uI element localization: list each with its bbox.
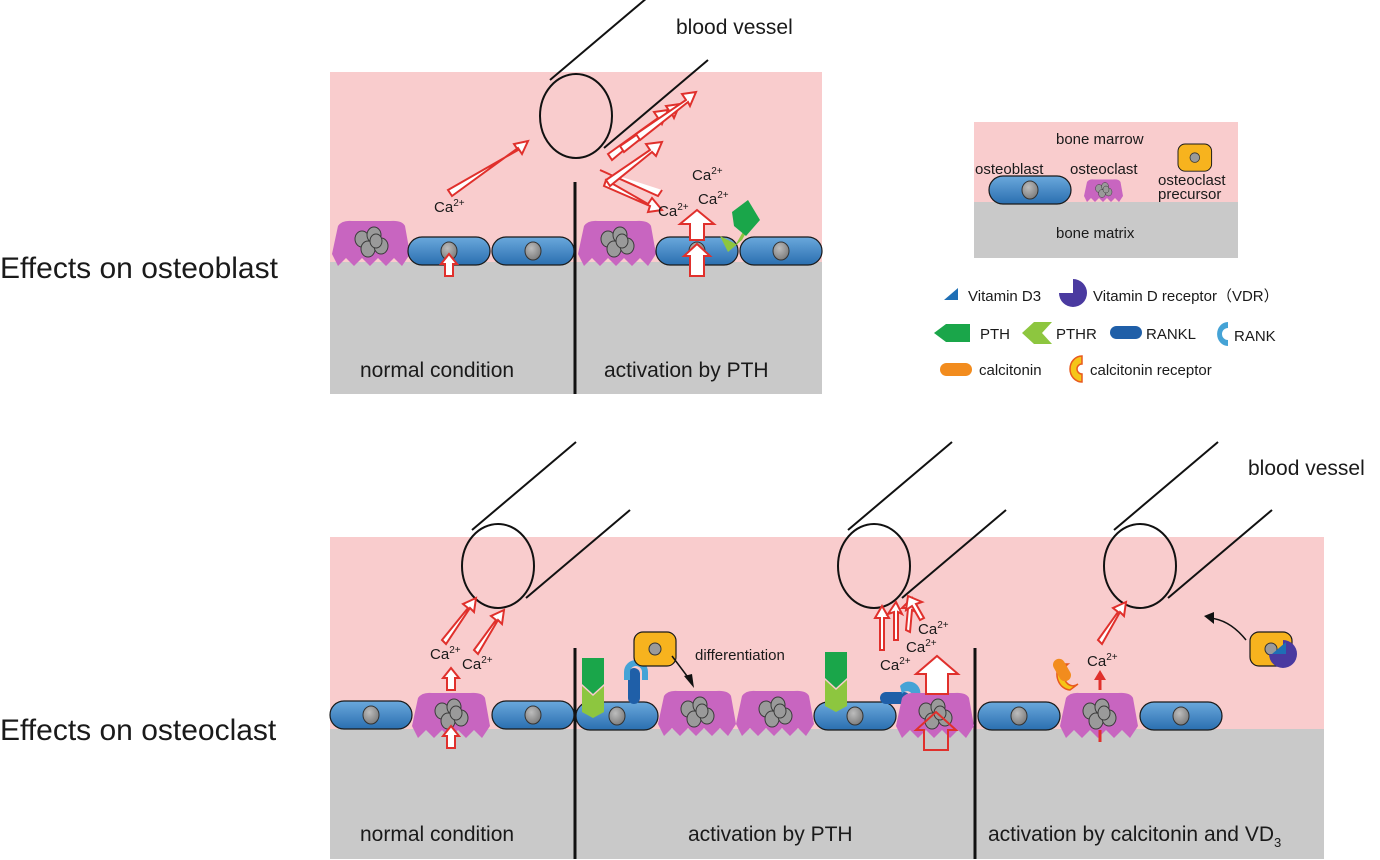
ca-label: Ca2+ [692,166,723,184]
normal-condition-label: normal condition [360,359,514,382]
osteoblast-cell [977,701,1061,731]
legend-osteoclast: osteoclast [1070,161,1138,178]
pth-icon [934,324,970,342]
osteoclast-cell [895,692,975,739]
ca-upward-arrows [604,90,698,188]
legend-rankl: RANKL [1146,326,1196,343]
osteoblast-cell [491,236,575,266]
activation-pth-label: activation by PTH [688,823,853,846]
pth-hormone [732,200,760,236]
ca-label: Ca2+ [434,198,465,216]
legend-vitamin-d3: Vitamin D3 [968,288,1041,305]
blood-vessel-label: blood vessel [1248,457,1365,480]
pthr-receptor [582,686,604,718]
osteoclast-cell [577,220,657,267]
ca-release-arrowhead [1094,670,1106,680]
ca-release-arrow [913,710,959,751]
legend: bone marrow osteoblast osteoclast osteoc… [934,122,1279,383]
ca-release-arrow [681,242,713,277]
osteoclast-cell [657,690,737,737]
ca-transport-arrows [873,594,926,651]
ca-release-arrow [677,208,717,241]
vitamin-d3-icon [944,288,958,300]
legend-pthr: PTHR [1056,326,1097,343]
calcitonin-receptor-icon [1069,355,1083,383]
vitamin-d3-molecule [1272,642,1286,654]
ca-transport-arrow [446,139,530,198]
legend-bone-matrix: bone matrix [1056,225,1135,242]
pth-hormone [582,658,604,694]
activation-pth-label: activation by PTH [604,359,769,382]
vdr-icon [1059,279,1087,307]
ca-transport-arrow [472,608,506,656]
ca-label: Ca2+ [906,638,937,656]
legend-precursor-line1: osteoclast [1158,172,1226,189]
legend-osteoblast: osteoblast [975,161,1044,178]
ca-release-arrow [913,654,961,695]
legend-pth: PTH [980,326,1010,343]
migration-arrowhead [1204,612,1214,624]
ca-label: Ca2+ [1087,652,1118,670]
legend-precursor-line2: precursor [1158,186,1221,203]
section-title-osteoblast: Effects on osteoblast [0,252,279,285]
legend-precursor-icon [1177,143,1213,172]
osteoblast-cell [491,700,575,730]
rank-icon [1217,322,1228,346]
ca-transport-arrow [1096,600,1128,646]
blood-vessel-label: blood vessel [676,16,793,39]
rankl-icon [1110,326,1142,339]
osteoblast-cell [329,700,413,730]
section-title-osteoclast: Effects on osteoclast [0,714,277,747]
ca-label: Ca2+ [462,655,493,673]
ca-label: Ca2+ [698,190,729,208]
calcitonin-molecule [1053,658,1071,682]
bone-matrix-area [330,729,1324,859]
ca-label: Ca2+ [918,620,949,638]
osteoblast-panel: blood vessel Ca2+ normal condition Ca [330,0,823,394]
osteoclast-panel: blood vessel Ca2+ Ca2+ normal condition … [329,441,1365,859]
normal-condition-label: normal condition [360,823,514,846]
ca-label: Ca2+ [658,202,689,220]
osteoblast-cell [739,236,823,266]
legend-bone-marrow: bone marrow [1056,131,1144,148]
ca-transport-arrow [440,596,478,646]
differentiation-label: differentiation [695,647,785,664]
legend-vdr: Vitamin D receptor（VDR） [1093,288,1279,305]
pthr-receptor [825,680,847,712]
legend-calcitonin-receptor: calcitonin receptor [1090,362,1212,379]
calcitonin-icon [940,363,972,376]
osteoclast-precursor [633,631,677,667]
activation-calcitonin-label: activation by calcitonin and VD3 [988,823,1281,850]
pthr-icon [1022,322,1052,344]
legend-osteoclast-icon [1083,179,1124,203]
pthr-receptor [720,222,752,252]
differentiation-arrowhead [684,674,694,688]
osteoblast-cell [1139,701,1223,731]
ca-label: Ca2+ [430,645,461,663]
legend-osteoblast-icon [988,175,1072,205]
legend-rank: RANK [1234,328,1276,345]
osteoclast-cell [331,220,411,267]
ca-label: Ca2+ [880,656,911,674]
legend-matrix [974,202,1238,258]
pth-hormone [825,652,847,688]
osteoclast-cell [735,690,815,737]
legend-calcitonin: calcitonin [979,362,1042,379]
rankl-molecule [628,668,640,704]
